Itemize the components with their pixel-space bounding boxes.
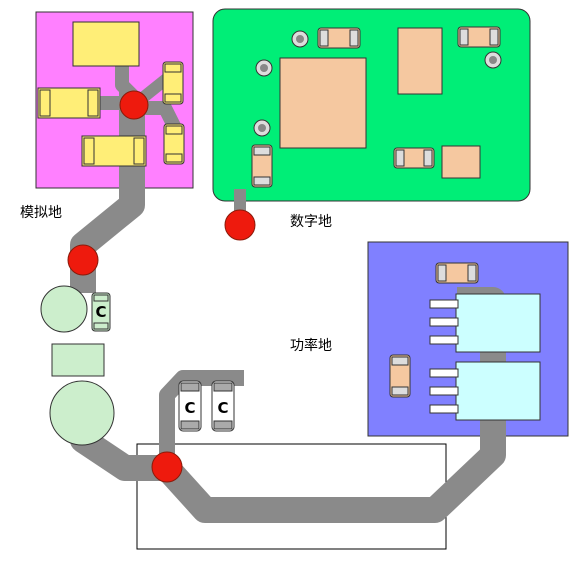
capacitor-middle-2: C [211, 380, 235, 432]
digital-ic-medium [397, 27, 443, 95]
digital-via-4 [484, 51, 502, 69]
cap-branch-trace [159, 370, 244, 476]
analog-resistor-bottom [81, 135, 147, 167]
capacitor-left: C [91, 292, 111, 332]
power-resistor-vertical [389, 354, 411, 398]
analog-small-part-bottom [163, 123, 185, 165]
digital-via-3 [253, 119, 271, 137]
digital-ground-label: 数字地 [290, 214, 332, 230]
ground-point-digital [224, 209, 256, 241]
power-module-pins-bottom [429, 368, 459, 414]
analog-ic-yellow-top [72, 21, 140, 67]
ground-point-analog [119, 90, 149, 120]
digital-via-1 [291, 30, 309, 48]
ground-point-analog-exit [67, 244, 99, 276]
digital-resistor-top-right [457, 26, 501, 48]
power-resistor-top [435, 262, 479, 284]
digital-resistor-bottom [393, 147, 435, 169]
digital-via-2 [255, 59, 273, 77]
digital-resistor-vertical [251, 144, 273, 188]
left-round-component-small [40, 285, 88, 333]
capacitor-middle-1-label: C [184, 399, 195, 417]
left-round-component-large [49, 380, 115, 446]
analog-small-part-top [162, 61, 184, 105]
power-ground-label: 功率地 [290, 337, 332, 354]
left-square-component [51, 343, 105, 377]
digital-ic-large [279, 57, 367, 149]
ground-point-star [151, 451, 183, 483]
power-module-top [455, 293, 541, 353]
digital-resistor-top [317, 27, 361, 49]
digital-ic-small [441, 145, 481, 179]
power-module-pins-top [429, 299, 459, 345]
power-module-bottom [455, 361, 541, 421]
capacitor-middle-1: C [178, 380, 202, 432]
capacitor-left-label: C [95, 303, 106, 321]
analog-resistor-left [37, 87, 101, 119]
capacitor-middle-2-label: C [217, 399, 228, 417]
analog-ground-label: 模拟地 [20, 205, 62, 221]
